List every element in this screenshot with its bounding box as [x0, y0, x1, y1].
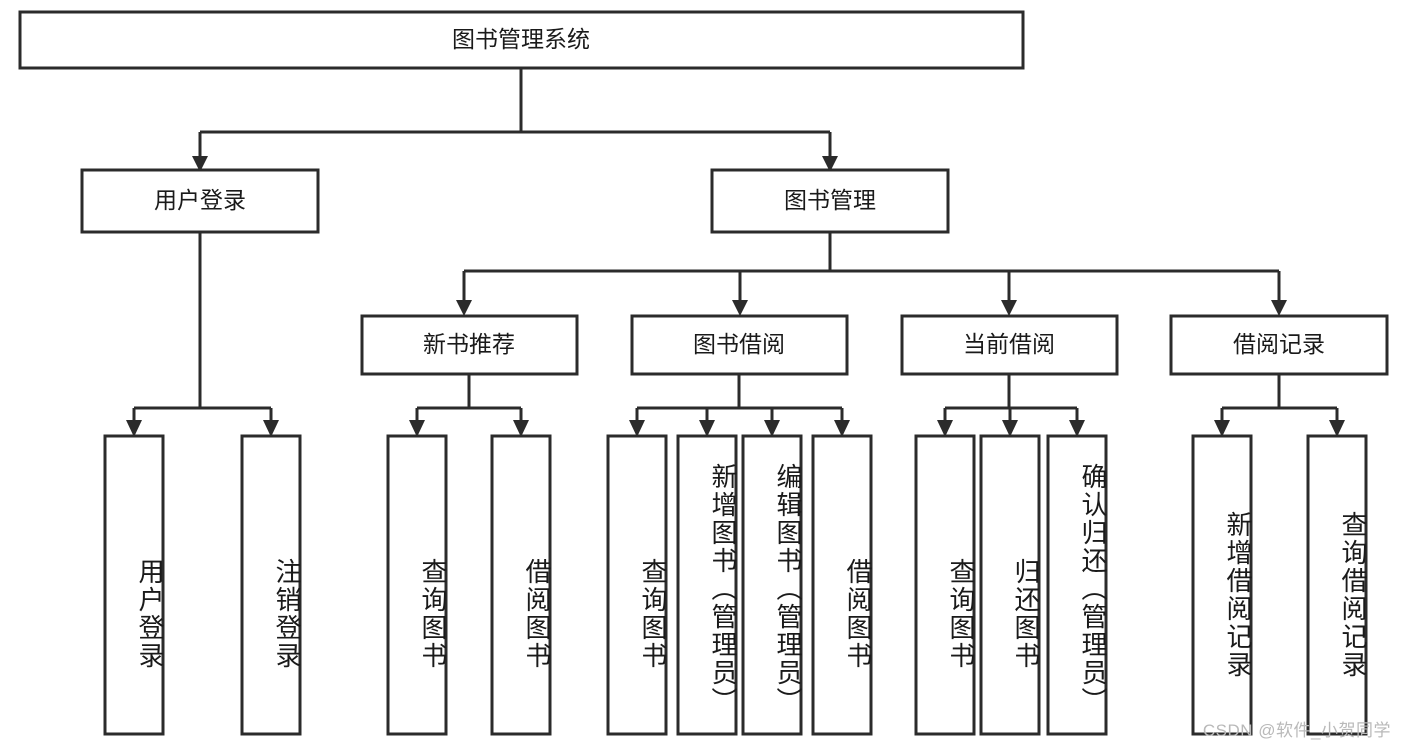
connector-current-borrow-to-leaves: [937, 374, 1085, 437]
node-new-book-recommend-label: 新书推荐: [423, 331, 515, 357]
arrow-head-icon: [937, 420, 953, 437]
leaf-node-query-borrow-record[interactable]: [1306, 434, 1368, 736]
node-user-login-label: 用户登录: [154, 187, 246, 213]
connector-borrow-record-to-leaves: [1214, 374, 1345, 437]
arrow-head-icon: [192, 156, 208, 172]
arrow-head-icon: [822, 156, 838, 172]
arrow-head-icon: [1069, 420, 1085, 437]
node-root-label: 图书管理系统: [452, 26, 590, 52]
node-current-borrow[interactable]: 当前借阅: [900, 314, 1119, 376]
arrow-head-icon: [732, 300, 748, 316]
arrow-head-icon: [1002, 420, 1018, 437]
connector-user-login-to-leaves: [126, 232, 279, 437]
connector-root-to-level2: [192, 68, 838, 172]
connector-book-borrow-to-leaves: [629, 374, 850, 437]
leaf-node-query-book-2[interactable]: [606, 434, 668, 736]
connector-book-mgmt-to-level3: [456, 232, 1287, 316]
leaf-node-borrow-book-2[interactable]: [811, 434, 873, 736]
leaf-node-edit-book-admin[interactable]: [741, 434, 803, 736]
connector-new-book-to-leaves: [409, 374, 529, 437]
arrow-head-icon: [456, 300, 472, 316]
leaf-node-query-book-3[interactable]: [914, 434, 976, 736]
node-book-management[interactable]: 图书管理: [710, 168, 950, 234]
arrow-head-icon: [834, 420, 850, 437]
arrow-head-icon: [1329, 420, 1345, 437]
node-book-management-label: 图书管理: [784, 187, 876, 213]
arrow-head-icon: [409, 420, 425, 437]
node-borrow-record[interactable]: 借阅记录: [1169, 314, 1389, 376]
arrow-head-icon: [263, 420, 279, 437]
node-new-book-recommend[interactable]: 新书推荐: [360, 314, 579, 376]
leaf-node-return-book[interactable]: [979, 434, 1041, 736]
arrow-head-icon: [126, 420, 142, 437]
arrow-head-icon: [764, 420, 780, 437]
leaf-node-add-borrow-record[interactable]: [1191, 434, 1253, 736]
node-current-borrow-label: 当前借阅: [963, 331, 1055, 357]
leaf-node-confirm-return-admin[interactable]: [1046, 434, 1108, 736]
arrow-head-icon: [513, 420, 529, 437]
node-root-system[interactable]: 图书管理系统: [18, 10, 1025, 70]
arrow-head-icon: [699, 420, 715, 437]
arrow-head-icon: [1001, 300, 1017, 316]
leaf-node-query-book-1[interactable]: [386, 434, 448, 736]
node-book-borrow-label: 图书借阅: [693, 331, 785, 357]
arrow-head-icon: [1214, 420, 1230, 437]
node-borrow-record-label: 借阅记录: [1233, 331, 1325, 357]
leaf-node-add-book-admin[interactable]: [676, 434, 738, 736]
arrow-head-icon: [1271, 300, 1287, 316]
node-user-login[interactable]: 用户登录: [80, 168, 320, 234]
arrow-head-icon: [629, 420, 645, 437]
leaf-node-user-login[interactable]: [103, 434, 165, 736]
leaf-node-logout[interactable]: [240, 434, 302, 736]
node-book-borrow[interactable]: 图书借阅: [630, 314, 849, 376]
leaf-node-borrow-book-1[interactable]: [490, 434, 552, 736]
csdn-watermark: CSDN @软件_小贺同学: [1202, 721, 1391, 740]
